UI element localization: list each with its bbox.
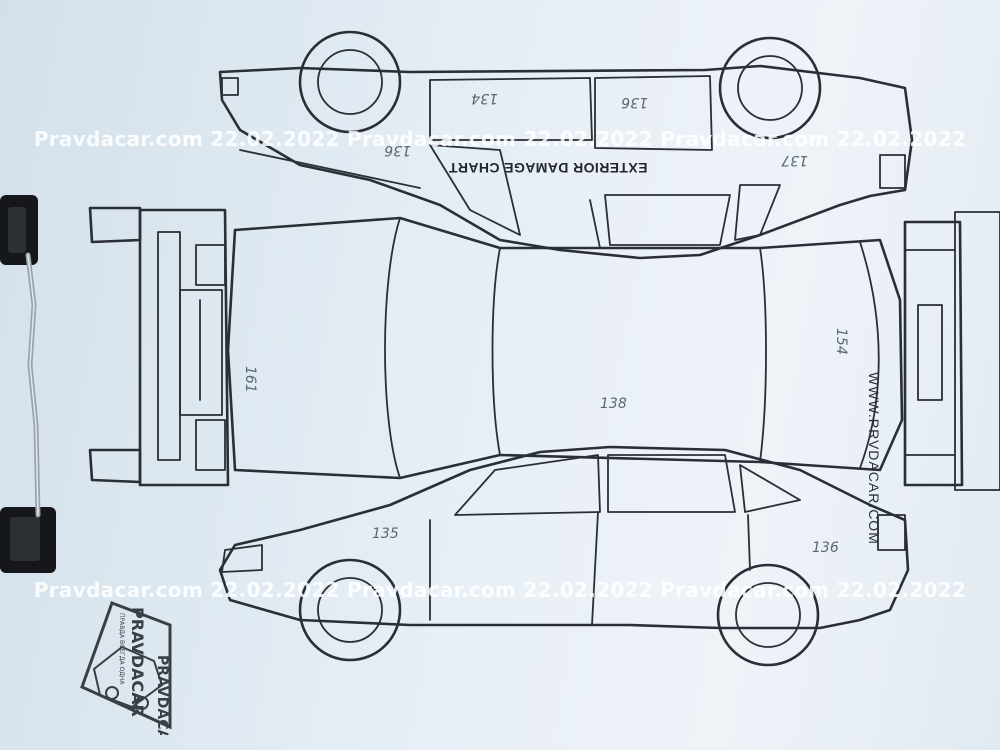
logo-brand-text: PRAVDACAR [128, 607, 147, 717]
pravdacar-logo-mark: PRAVDACAR ПРАВДА ВСЕГДА ОДНА PRAVDACAR [80, 601, 172, 750]
measurement-upper-rear-door: 134 [471, 90, 498, 106]
exterior-damage-chart-title: EXTERIOR DAMAGE CHART [448, 160, 648, 176]
clipboard-clip [0, 195, 56, 573]
lower-side-view [218, 445, 910, 667]
measurement-front-bumper: 161 [242, 366, 258, 393]
watermark-bottom: Pravdacar.com 22.02.2022 Pravdacar.com 2… [33, 578, 967, 602]
upper-front-wheel [298, 30, 402, 134]
side-website-url: WWW.PRVDACAR.COM [866, 372, 882, 545]
measurement-upper-front-door: 136 [621, 94, 648, 110]
measurement-lower-rear-fender: 136 [812, 540, 839, 556]
top-view [226, 216, 904, 480]
logo-brand-text-secondary: PRAVDACAR [154, 655, 170, 735]
measurement-lower-front-door: 135 [372, 526, 399, 542]
measurement-trunk: 154 [833, 328, 849, 355]
upper-side-view [218, 30, 914, 260]
measurement-upper-front-fender: 136 [384, 142, 411, 158]
lower-rear-wheel [716, 563, 820, 667]
upper-rear-wheel [718, 36, 822, 140]
measurement-hood: 138 [600, 396, 627, 412]
lower-front-wheel [298, 558, 402, 662]
rear-view [903, 211, 1000, 491]
front-view [88, 206, 230, 487]
logo-tagline-text: ПРАВДА ВСЕГДА ОДНА [118, 613, 125, 685]
pravdacar-logo: PRAVDACAR ПРАВДА ВСЕГДА ОДНА PRAVDACAR [72, 595, 182, 750]
measurement-upper-rear-fender: 137 [781, 152, 808, 168]
watermark-top: Pravdacar.com 22.02.2022 Pravdacar.com 2… [33, 127, 967, 151]
